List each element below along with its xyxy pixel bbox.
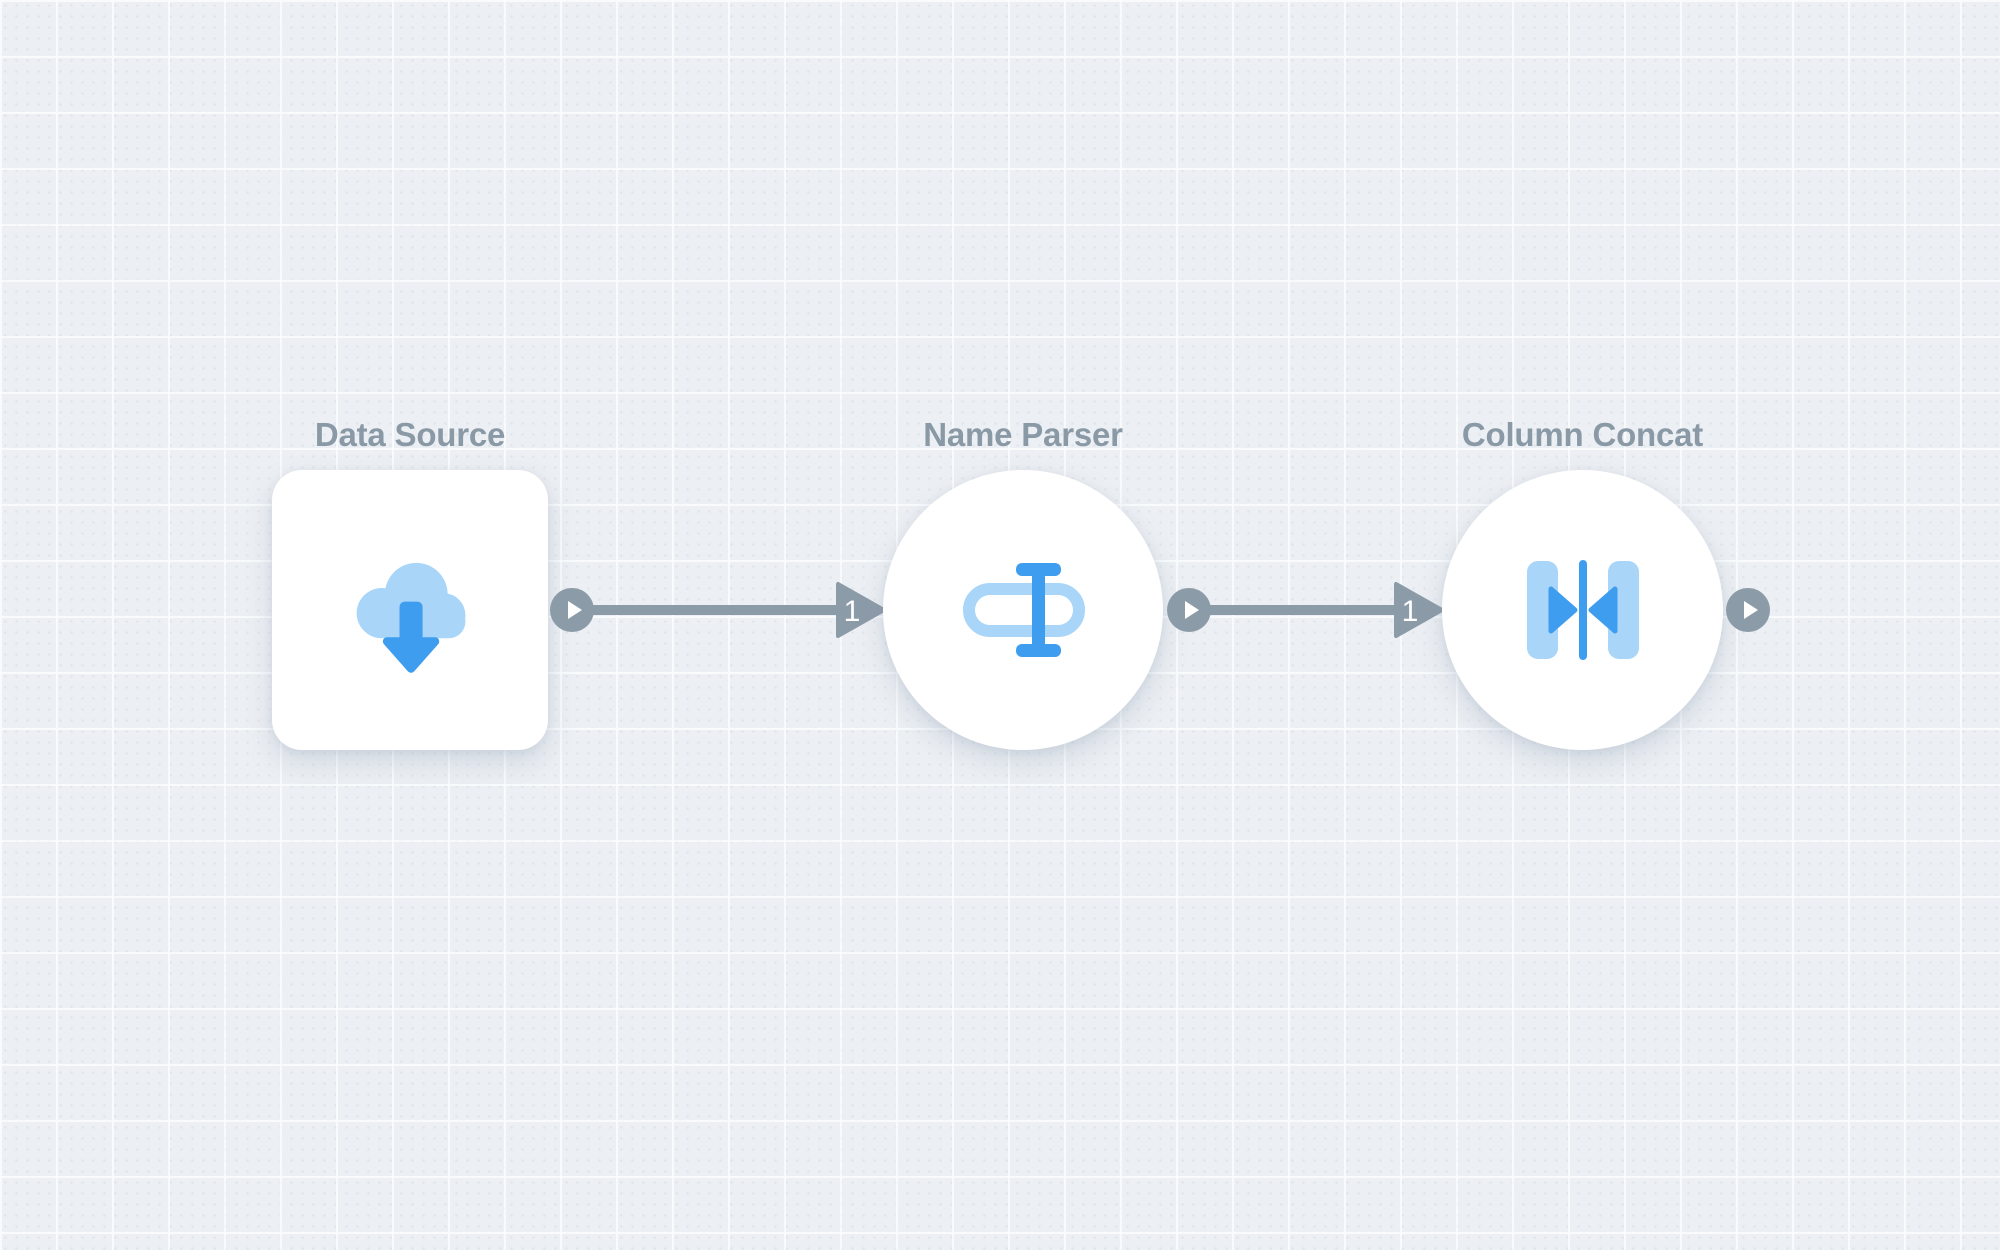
text-field-cursor-icon (962, 563, 1085, 657)
play-icon (567, 601, 582, 619)
play-icon (1743, 601, 1758, 619)
play-icon (1184, 601, 1199, 619)
connection-order-label: 1 (1402, 595, 1419, 628)
node-data-source[interactable] (272, 470, 548, 750)
output-port-data-source[interactable] (550, 588, 594, 632)
output-port-column-concat[interactable] (1726, 588, 1770, 632)
connection-order-label: 1 (844, 595, 861, 628)
cloud-download-icon (356, 562, 466, 673)
connection-arrowhead[interactable] (836, 582, 886, 638)
node-label-column-concat: Column Concat (1461, 416, 1704, 453)
node-column-concat[interactable] (1442, 470, 1723, 750)
output-port-name-parser[interactable] (1167, 588, 1211, 632)
connection-data-source-to-name-parser: 1 (572, 582, 886, 638)
connection-arrowhead[interactable] (1394, 582, 1444, 638)
merge-columns-icon (1526, 560, 1639, 660)
node-label-name-parser: Name Parser (923, 416, 1123, 453)
node-label-data-source: Data Source (314, 416, 506, 453)
node-name-parser[interactable] (883, 470, 1163, 750)
connection-name-parser-to-column-concat: 1 (1189, 582, 1444, 638)
